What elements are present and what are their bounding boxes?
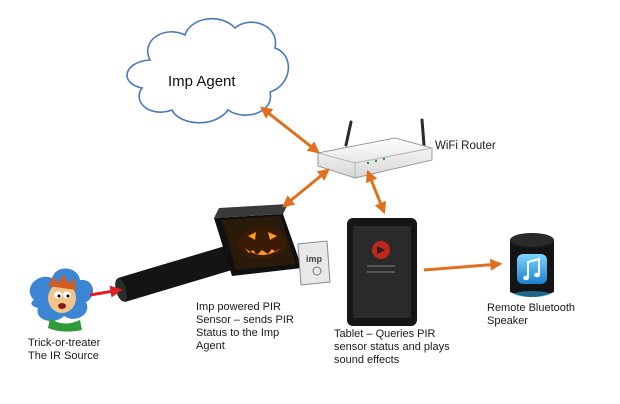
tablet-label-line: sound effects <box>334 354 400 366</box>
trick-or-treater-label-line: Trick-or-treater <box>28 337 101 349</box>
wifi-router-icon <box>317 118 433 179</box>
svg-text:imp: imp <box>306 254 323 264</box>
jack-o-lantern-icon <box>238 227 286 259</box>
tablet-icon <box>347 218 417 326</box>
arrow-tablet-speaker <box>423 258 503 272</box>
arrow-agent-router <box>260 106 320 154</box>
cartoon-person-icon <box>29 268 94 332</box>
tablet-label-line: Tablet – Queries PIR <box>334 328 436 340</box>
trick-or-treater-label-line: The IR Source <box>28 350 99 362</box>
cloud-icon <box>126 17 290 124</box>
arrow-ir-to-sensor <box>89 285 123 298</box>
arrow-router-tablet <box>365 169 387 215</box>
tablet-label: Tablet – Queries PIR sensor status and p… <box>334 328 450 367</box>
pir-sensor-label-line: Sensor – sends PIR <box>196 314 294 326</box>
tablet-label-line: sensor status and plays <box>334 341 450 353</box>
trick-or-treater-label: Trick-or-treater The IR Source <box>28 337 100 363</box>
pir-sensor-label-line: Imp powered PIR <box>196 301 281 313</box>
pir-sensor-label-line: Agent <box>196 340 225 352</box>
speaker-label: Remote Bluetooth Speaker <box>487 302 575 328</box>
imp-card-icon: imp <box>297 240 331 286</box>
bluetooth-speaker-icon <box>510 233 554 297</box>
imp-agent-label: Imp Agent <box>168 73 236 90</box>
arrow-router-sensor <box>282 168 330 208</box>
pir-sensor-label: Imp powered PIR Sensor – sends PIR Statu… <box>196 301 294 353</box>
speaker-label-line: Speaker <box>487 315 528 327</box>
pir-sensor-label-line: Status to the Imp <box>196 327 280 339</box>
wifi-router-label: WiFi Router <box>435 140 496 152</box>
speaker-label-line: Remote Bluetooth <box>487 302 576 314</box>
